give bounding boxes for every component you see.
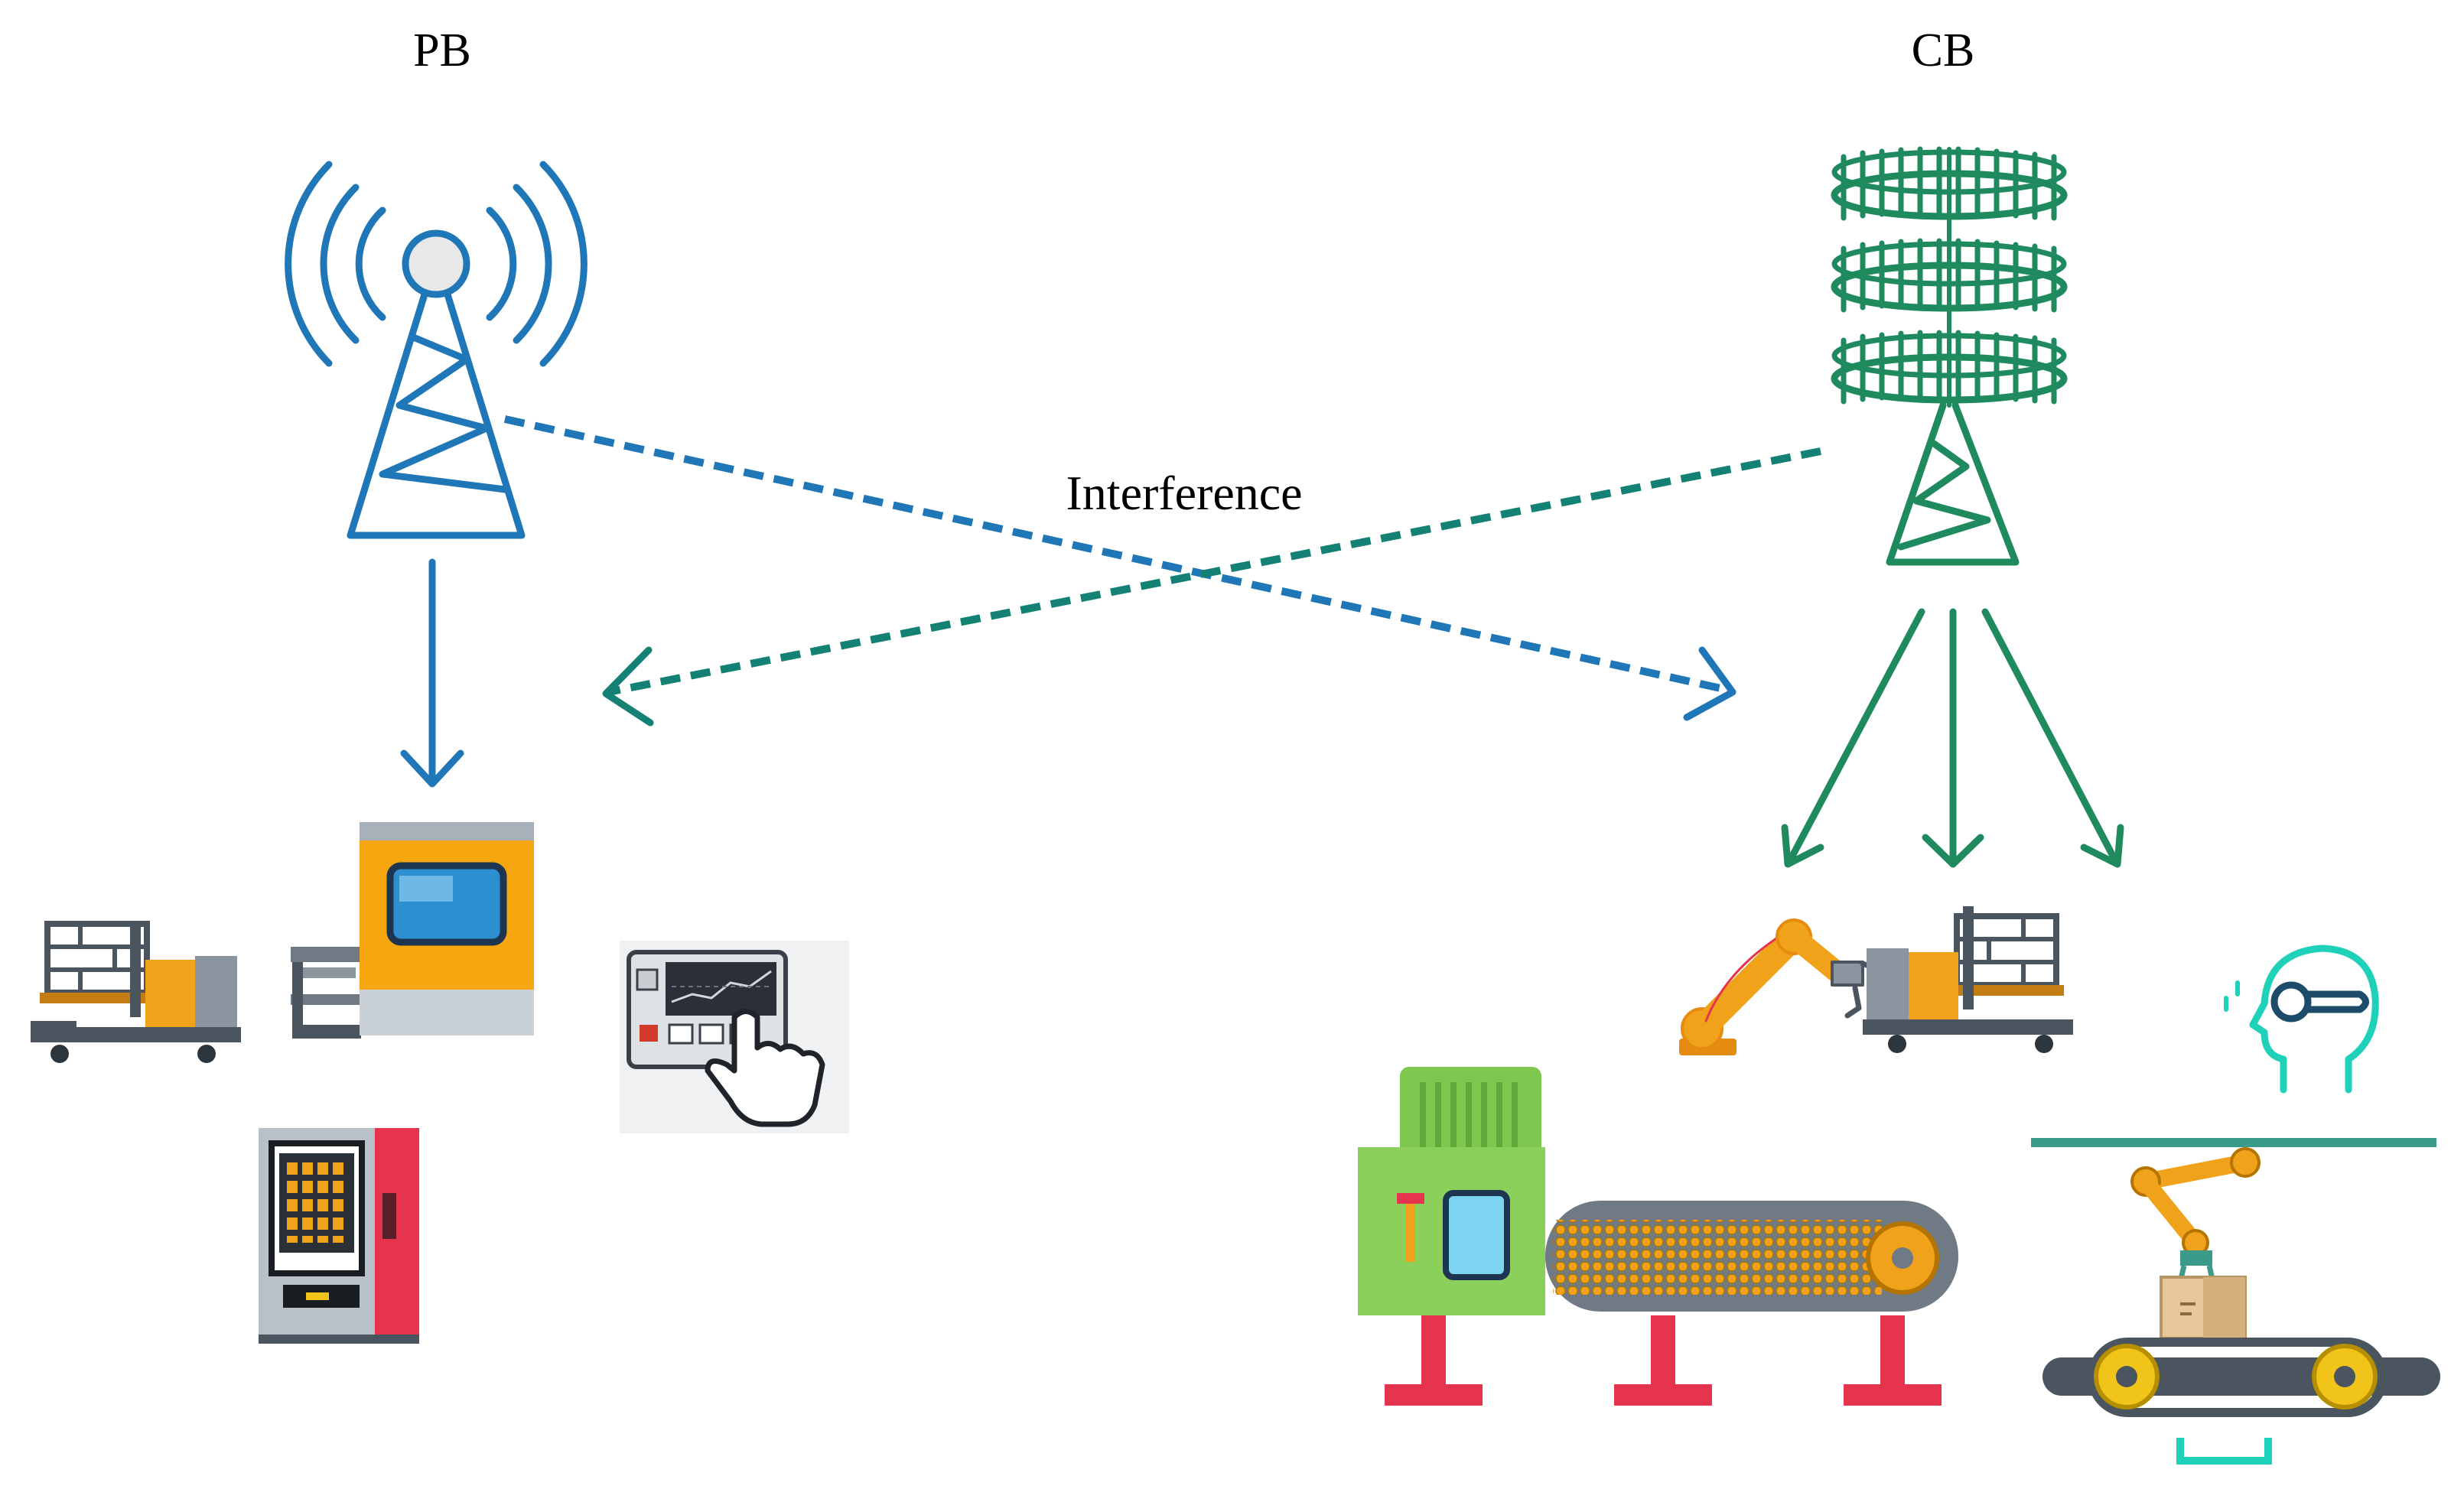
interference-label: Interference	[1066, 466, 1302, 520]
interference-arrowhead-pb	[1683, 646, 1737, 721]
injection-machine-icon	[291, 822, 534, 1039]
touch-control-panel-icon	[620, 941, 849, 1133]
radio-tower-icon	[285, 161, 588, 539]
robot-arm-icon	[1679, 918, 1886, 1055]
cb-label: CB	[1912, 24, 1975, 76]
cb-downlink-arrows	[1781, 608, 2124, 868]
ai-head-icon	[2224, 944, 2379, 1094]
interference-arrow-cb-to-pb	[607, 447, 1821, 696]
pallet-truck-icon-cb	[1863, 906, 2073, 1053]
pb-downlink-arrow	[400, 558, 464, 788]
pallet-truck-icon	[31, 921, 241, 1063]
robotic-packing-line-icon	[2031, 1138, 2440, 1465]
interference-arrowhead-cb	[602, 646, 654, 727]
conveyor-machine-icon	[1358, 1067, 1958, 1406]
interference-arrow-pb-to-cb	[503, 415, 1729, 694]
massive-mimo-antenna-icon	[1831, 146, 2068, 566]
vending-machine-icon	[259, 1128, 419, 1344]
pb-label: PB	[413, 24, 471, 76]
